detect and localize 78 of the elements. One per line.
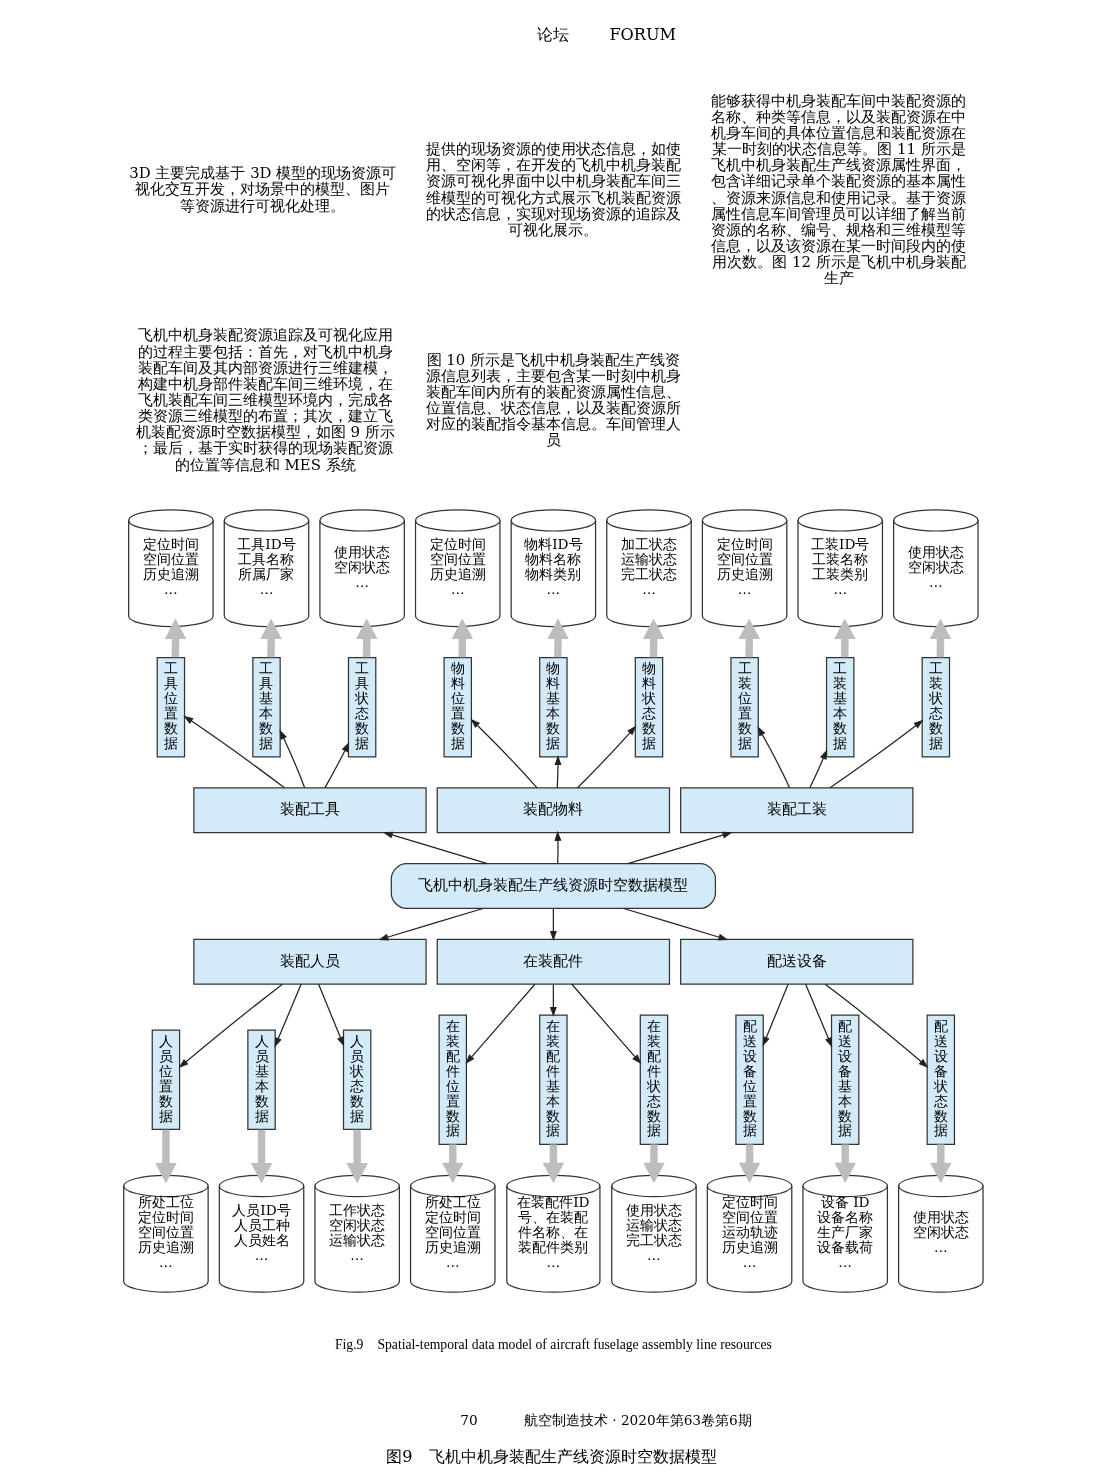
arrow: [469, 718, 538, 789]
arrow: [804, 983, 832, 1048]
arrow: [441, 1144, 463, 1184]
node-box: 配送设备基本数据: [830, 1014, 859, 1145]
arrow: [182, 715, 285, 789]
node-box: 工具位置数据: [156, 656, 185, 758]
node-box: 飞机中机身装配生产线资源时空数据模型: [390, 863, 716, 909]
node-box: 工具基本数据: [251, 656, 281, 758]
arrow: [808, 749, 827, 789]
label: 论坛: [536, 24, 569, 44]
label: 航空制造技术 · 2020年第63卷第6期: [523, 1411, 752, 1428]
node-box: 配送设备: [679, 938, 913, 985]
arrow: [377, 907, 484, 941]
arrow: [929, 618, 951, 658]
arrow: [738, 618, 760, 658]
node-box: 配送设备位置数据: [734, 1014, 764, 1145]
node-box: 人员位置数据: [151, 1029, 180, 1131]
node-box: 工装基本数据: [825, 656, 854, 758]
label: 能够获得中机身装配车间中装配资源的名称、种类等信息，以及装配资源在中机身车间的具体位置信息和装配资源在某一时刻的状态信息等。图 11 所示是飞机中机身装配生产线资源属性界面，包含详细记录单个装配资源的基本属性、资源来源信息和使用记录。基于资源属性信息车间管理员可以详细了解当前资源的名称、编号、规格和三维模型等信息，以及该资源在某一时间段内的使用次数。图 12 所示是飞机中机身装配生产: [710, 91, 966, 288]
arrow: [738, 1144, 760, 1184]
arrow: [178, 983, 283, 1068]
node-box: 在装配件位置数据: [438, 1014, 467, 1145]
arrow: [626, 831, 732, 865]
label: FORUM: [608, 24, 676, 44]
arrow: [317, 983, 344, 1047]
arrow: [762, 983, 789, 1047]
arrow: [642, 618, 664, 658]
node-box: 物料基本数据: [538, 656, 568, 758]
node-box: 在装配件基本数据: [538, 1014, 568, 1145]
arrow: [576, 725, 636, 789]
node-box: 装配工装: [679, 787, 913, 834]
arrow: [549, 983, 557, 1017]
node-box: 装配工具: [192, 787, 427, 834]
node-box: 人员状态数据: [342, 1029, 371, 1131]
node-box: 工装状态数据: [921, 656, 950, 758]
arrow: [833, 618, 856, 658]
arrow: [274, 983, 302, 1048]
label: 70: [459, 1411, 478, 1428]
arrow: [929, 1144, 952, 1184]
arrow: [542, 1144, 564, 1184]
label: 图 10 所示是飞机中机身装配生产线资源信息列表，主要包含某一时刻中机身装配车间内所有的装配资源属性信息、位置信息、状态信息，以及装配资源所对应的装配指令基本信息。车间管理人员: [425, 350, 681, 450]
arrow: [549, 907, 557, 942]
node-box: 配送设备状态数据: [926, 1014, 955, 1145]
caption: 图9 飞机中机身装配生产线资源时空数据模型: [385, 1446, 717, 1466]
label: 3D 主要完成基于 3D 模型的现场资源可视化交互开发，对场景中的模型、图片等资源进行可视化处理。: [128, 164, 396, 215]
arrow: [553, 830, 561, 865]
node-box: 工装位置数据: [729, 656, 759, 758]
arrow: [355, 618, 378, 658]
arrow: [250, 1129, 272, 1184]
label: Fig.9 Spatial-temporal data model of aircraft fuselage assembly line resources: [334, 1337, 772, 1352]
arrow: [464, 983, 536, 1065]
label: 提供的现场资源的使用状态信息，如使用、空闲等，在开发的飞机中机身装配资源可视化界面中以中机身装配车间三维模型的可视化方式展示飞机装配资源的状态信息，实现对现场资源的追踪及可视化展示。: [425, 140, 681, 239]
arrow: [828, 719, 923, 789]
arrow: [259, 618, 282, 658]
arrow: [382, 831, 488, 865]
label: 飞机中机身装配资源追踪及可视化应用的过程主要包括：首先，对飞机中机身装配车间及其内部资源进行三维建模，构建中机身部件装配车间三维环境，在飞机装配车间三维模型环境内，完成各类资源三维模型的布置；其次，建立飞机装配资源时空数据模型，如图 9 所示；最后，基于实时获得的现场装配资源的位置等信息和 MES 系统: [135, 326, 395, 474]
node-box: 人员基本数据: [246, 1029, 276, 1131]
arrow: [554, 755, 561, 789]
arrow: [622, 907, 728, 941]
node-box: 装配人员: [192, 938, 427, 985]
arrow: [642, 1144, 665, 1184]
arrow: [833, 1144, 856, 1184]
node-box: 装配物料: [436, 787, 670, 834]
arrow: [164, 618, 186, 658]
arrow: [451, 618, 473, 658]
arrow: [345, 1129, 368, 1184]
arrow: [570, 983, 641, 1065]
arrow: [757, 726, 790, 789]
node-box: 在装配件状态数据: [639, 1014, 668, 1145]
arrow: [546, 618, 569, 658]
node-box: 物料状态数据: [634, 656, 663, 758]
arrow: [323, 741, 349, 789]
node-box: 工具状态数据: [347, 656, 376, 758]
arrow: [154, 1129, 177, 1184]
node-box: 在装配件: [436, 938, 670, 985]
arrow: [824, 983, 928, 1068]
node-box: 物料位置数据: [442, 656, 472, 758]
arrow: [279, 729, 305, 789]
